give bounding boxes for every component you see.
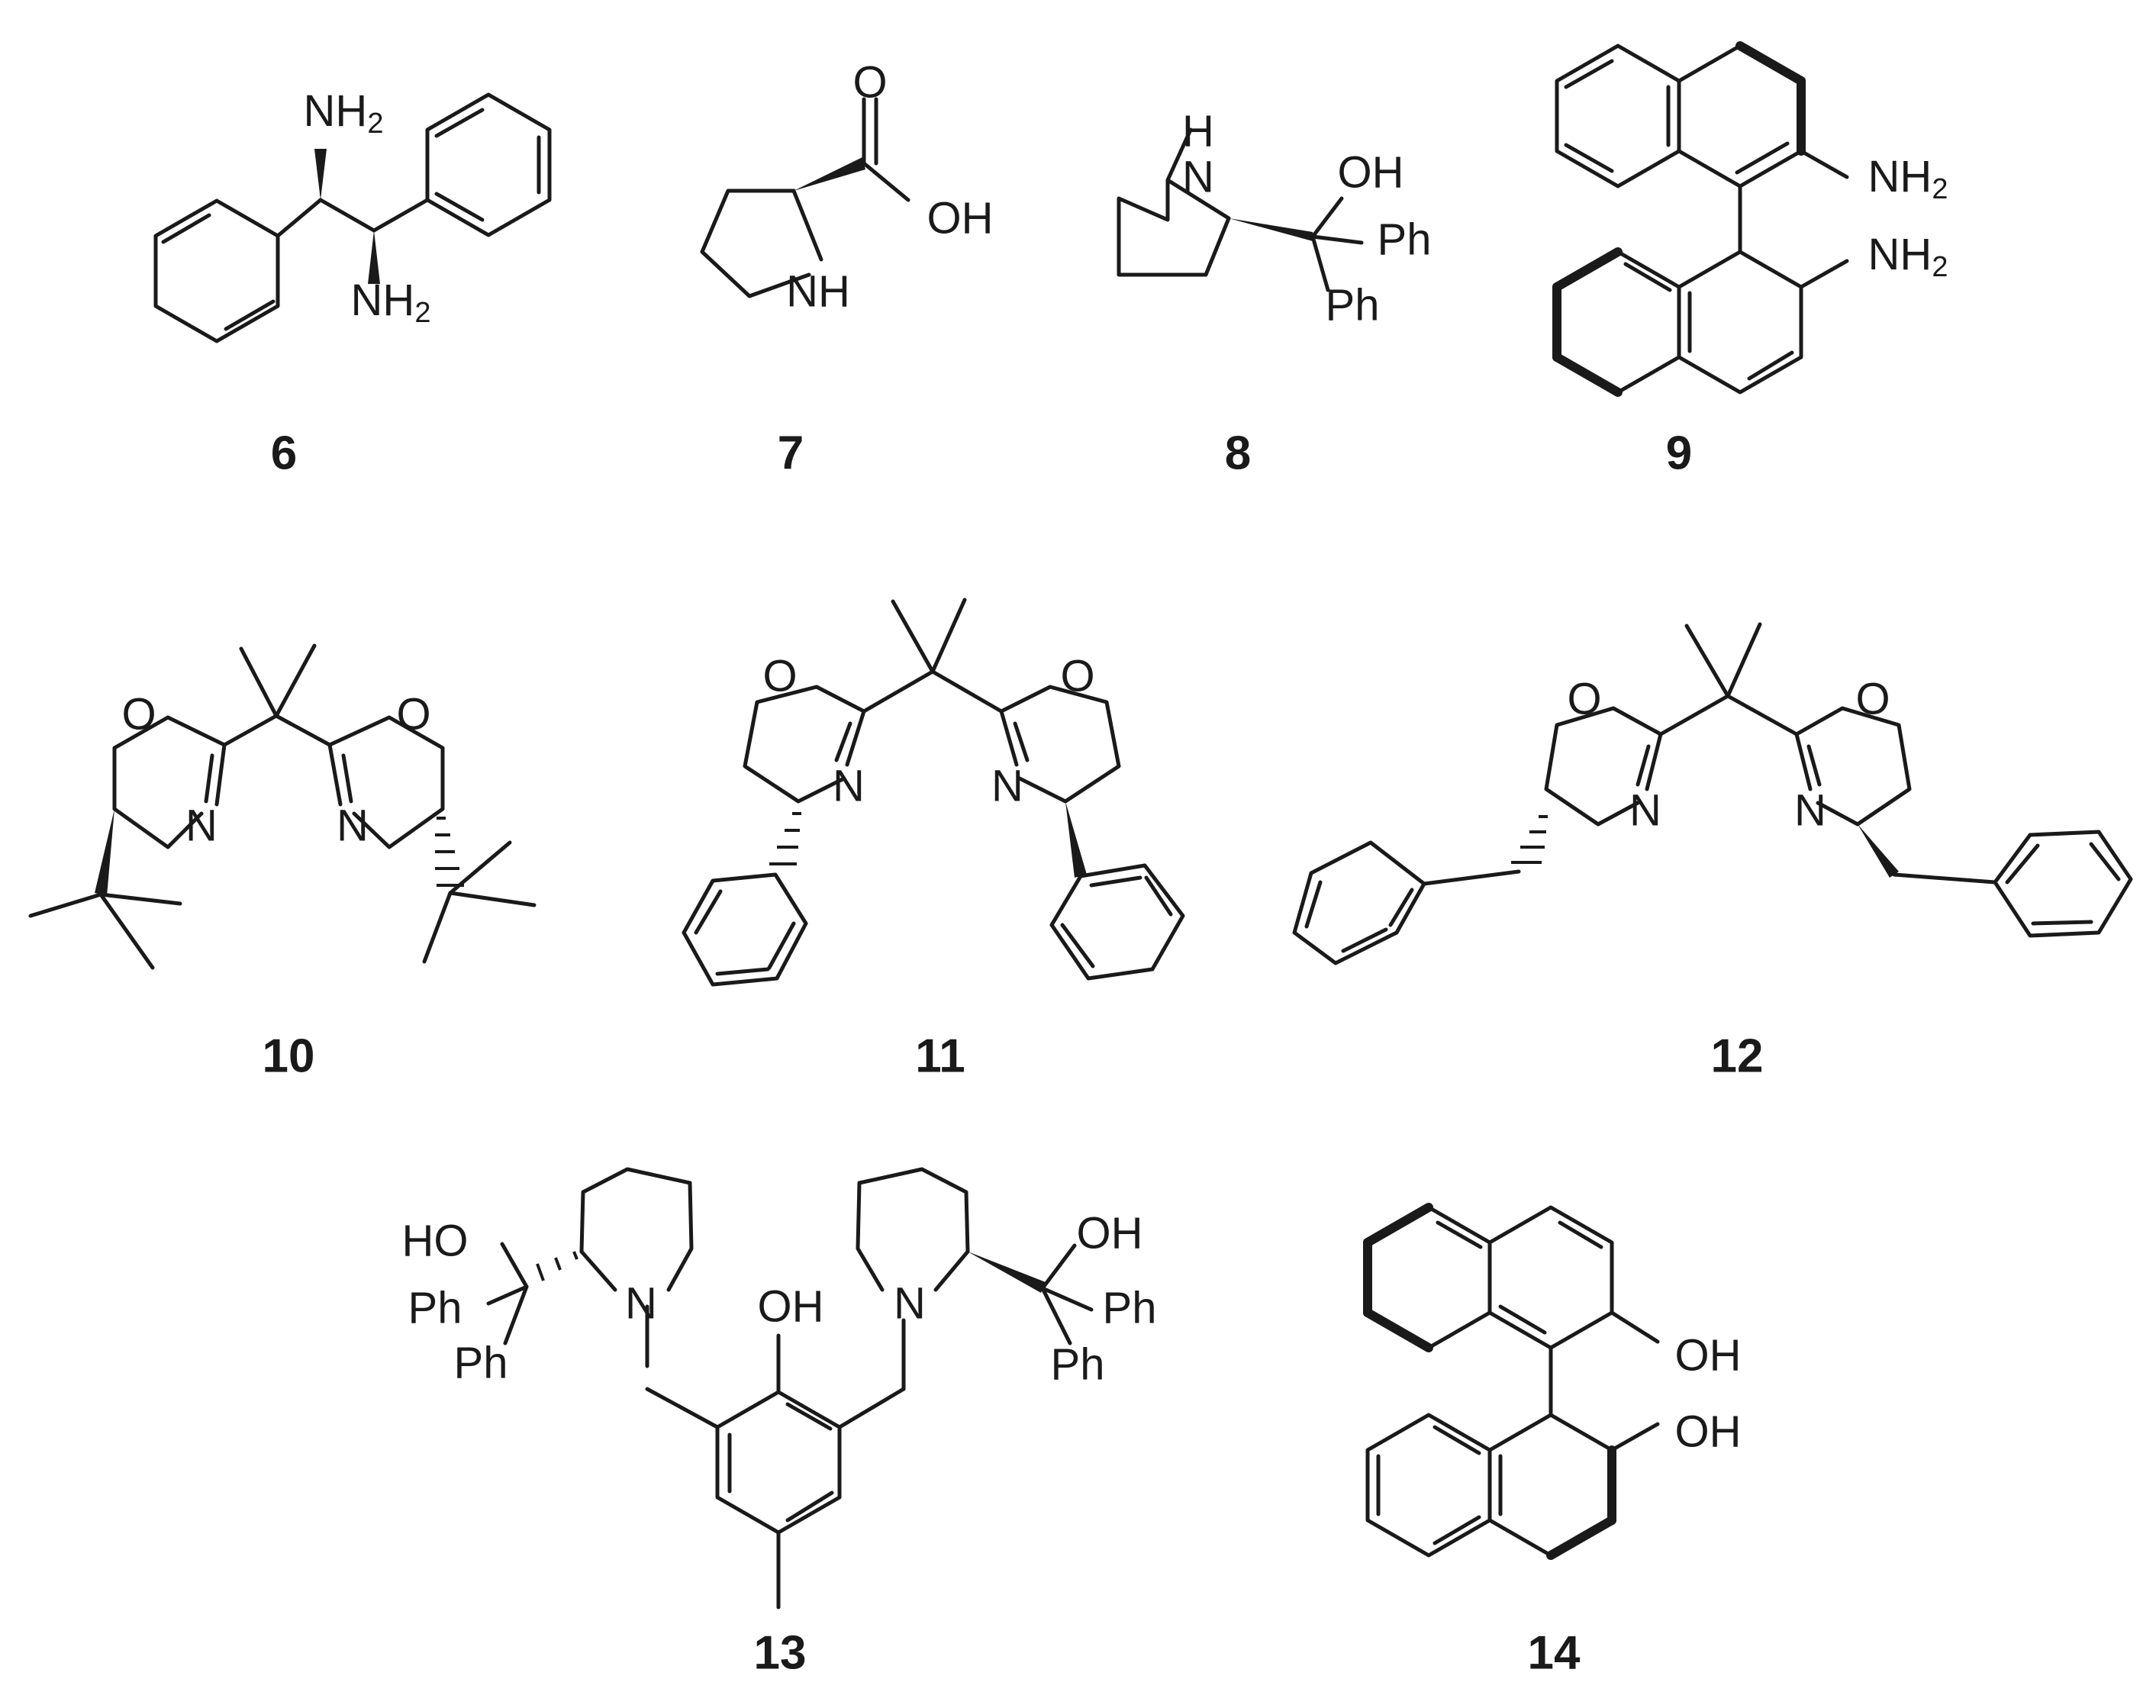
hydroxyl-label-14a: OH <box>1675 1330 1742 1380</box>
compound-number-6: 6 <box>271 427 297 479</box>
phenyl-label-8b: Ph <box>1326 280 1380 330</box>
oxygen-label-12b: O <box>1855 674 1890 723</box>
compound-number-10: 10 <box>263 1030 315 1082</box>
compound-9-structure <box>1552 41 1849 397</box>
compound-number-7: 7 <box>778 427 804 479</box>
amine-label-7: NH <box>786 266 850 316</box>
compound-number-11: 11 <box>915 1030 965 1082</box>
phenyl-label-13d: Ph <box>1051 1339 1105 1389</box>
compound-6-structure <box>153 92 552 343</box>
compound-7-structure <box>700 97 910 298</box>
amine-label-6a: NH2 <box>304 86 384 140</box>
nitrogen-label-13b: N <box>894 1278 926 1328</box>
oxygen-label-11a: O <box>762 651 797 701</box>
compound-number-8: 8 <box>1225 427 1251 479</box>
oxygen-label-11b: O <box>1060 651 1094 701</box>
phenyl-label-13b: Ph <box>454 1338 508 1387</box>
compound-14-structure <box>1363 1203 1660 1560</box>
hydroxyl-label-13a: HO <box>402 1216 469 1265</box>
compound-8-structure <box>1117 127 1364 292</box>
oxygen-label-10a: O <box>121 689 156 739</box>
nitrogen-label-10b: N <box>337 801 369 850</box>
hydroxyl-label-14b: OH <box>1675 1407 1742 1456</box>
phenyl-label-8a: Ph <box>1378 214 1432 264</box>
phenyl-label-13a: Ph <box>408 1283 462 1333</box>
nitrogen-label-10a: N <box>185 801 218 850</box>
compound-10-structure <box>28 643 537 970</box>
compound-12-structure <box>1292 622 2133 965</box>
hydroxyl-label-13b: OH <box>1077 1208 1143 1258</box>
compound-number-14: 14 <box>1528 1626 1581 1679</box>
phenyl-label-13c: Ph <box>1103 1283 1157 1333</box>
nitrogen-label-12b: N <box>1794 785 1826 835</box>
hydroxyl-label-7: OH <box>927 193 994 243</box>
nitrogen-label-8: N <box>1182 152 1214 201</box>
nitrogen-label-13a: N <box>625 1278 657 1328</box>
phenol-oh-label-13: OH <box>758 1281 824 1331</box>
hydroxyl-label-8: OH <box>1338 147 1404 197</box>
oxygen-label-10b: O <box>396 689 430 739</box>
compound-number-9: 9 <box>1666 427 1692 479</box>
amine-label-9b: NH2 <box>1868 230 1948 283</box>
nitrogen-h-label-8: H <box>1182 106 1214 156</box>
carbonyl-o-label-7: O <box>852 57 887 107</box>
oxygen-label-12a: O <box>1567 674 1601 723</box>
compound-13-structure <box>486 1167 1094 1610</box>
compound-number-13: 13 <box>754 1626 807 1679</box>
compound-11-structure <box>682 598 1185 987</box>
compound-number-12: 12 <box>1711 1030 1764 1082</box>
nitrogen-label-11a: N <box>833 761 865 810</box>
nitrogen-label-11b: N <box>991 761 1023 810</box>
nitrogen-label-12a: N <box>1629 785 1661 835</box>
amine-label-6b: NH2 <box>351 276 431 329</box>
amine-label-9a: NH2 <box>1868 152 1948 205</box>
